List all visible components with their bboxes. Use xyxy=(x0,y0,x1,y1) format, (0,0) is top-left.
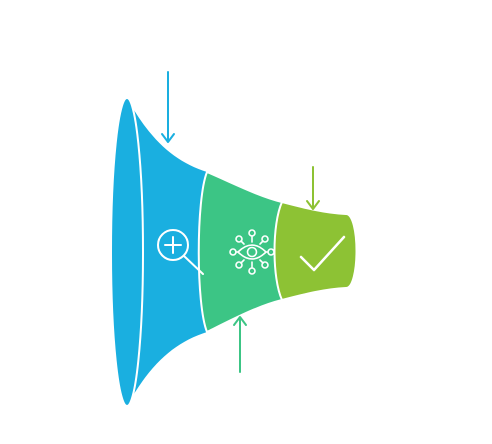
funnel-stage-2-insight xyxy=(197,170,283,334)
eye-network-icon xyxy=(229,229,275,275)
funnel-stage-3-confirm xyxy=(273,200,358,302)
arrow-into-stage-1 xyxy=(161,71,175,143)
funnel-mouth xyxy=(110,97,144,407)
arrow-into-stage-3 xyxy=(306,166,320,210)
arrow-into-stage-2 xyxy=(233,316,247,373)
funnel-stage-1-explore xyxy=(127,98,207,406)
magnifier-plus-icon xyxy=(157,229,204,275)
checkmark-icon xyxy=(299,235,346,272)
